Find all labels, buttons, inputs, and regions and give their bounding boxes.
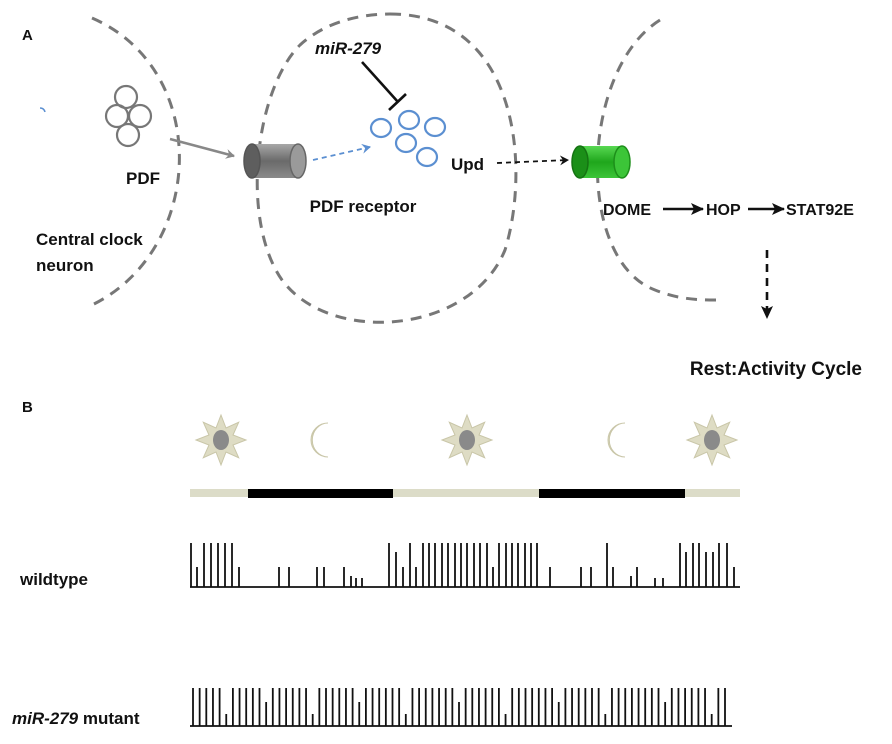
upd-target-icon	[369, 109, 447, 168]
target-neuron-outline	[255, 12, 518, 324]
pdf-receptor-icon	[243, 143, 307, 179]
mutant-label: miR-279 mutant	[12, 709, 140, 728]
stat92e-label: STAT92E	[786, 202, 854, 219]
sun-icon	[194, 413, 248, 467]
sun-icon	[685, 413, 739, 467]
inhibition-bar	[388, 93, 407, 111]
mir-279-inhibition-line	[361, 61, 399, 103]
central-clock-label-line2: neuron	[36, 256, 94, 275]
day-night-icon-row	[194, 413, 739, 467]
upd-label: Upd	[451, 155, 484, 174]
bar-segment-light	[190, 489, 248, 497]
rest-activity-cycle-label: Rest:Activity Cycle	[690, 359, 862, 380]
central-clock-neuron-outline	[91, 16, 181, 307]
pdf-to-receptor-arrow	[169, 137, 235, 159]
receptor-to-upd-arrow	[312, 143, 371, 161]
panel-a-label: A	[22, 27, 33, 44]
pdf-peptide-icon	[104, 84, 153, 148]
hop-label: HOP	[706, 202, 741, 219]
downstream-neuron-outline	[596, 18, 721, 302]
panel-b-label: B	[22, 399, 33, 416]
dome-label: DOME	[603, 202, 651, 219]
moon-icon	[607, 422, 626, 458]
light-dark-bar	[190, 489, 740, 498]
bar-segment-dark	[248, 489, 393, 498]
bar-segment-dark	[539, 489, 685, 498]
pdf-label: PDF	[126, 169, 160, 188]
bar-segment-light	[685, 489, 740, 497]
moon-icon	[310, 422, 329, 458]
mutant-label-italic: miR-279	[12, 709, 79, 728]
mir-279-label: miR-279	[315, 39, 382, 58]
pdf-receptor-label: PDF receptor	[310, 197, 417, 216]
dome-receptor-icon	[571, 145, 631, 179]
sun-icon	[440, 413, 494, 467]
mutant-actogram	[190, 688, 732, 727]
blue-tick-mark	[39, 107, 46, 113]
upd-to-dome-arrow	[496, 155, 569, 166]
central-clock-label-line1: Central clock	[36, 230, 143, 249]
mutant-label-rest: mutant	[78, 709, 140, 728]
wildtype-actogram	[190, 543, 740, 588]
bar-segment-light	[393, 489, 539, 497]
wildtype-label: wildtype	[19, 570, 88, 589]
